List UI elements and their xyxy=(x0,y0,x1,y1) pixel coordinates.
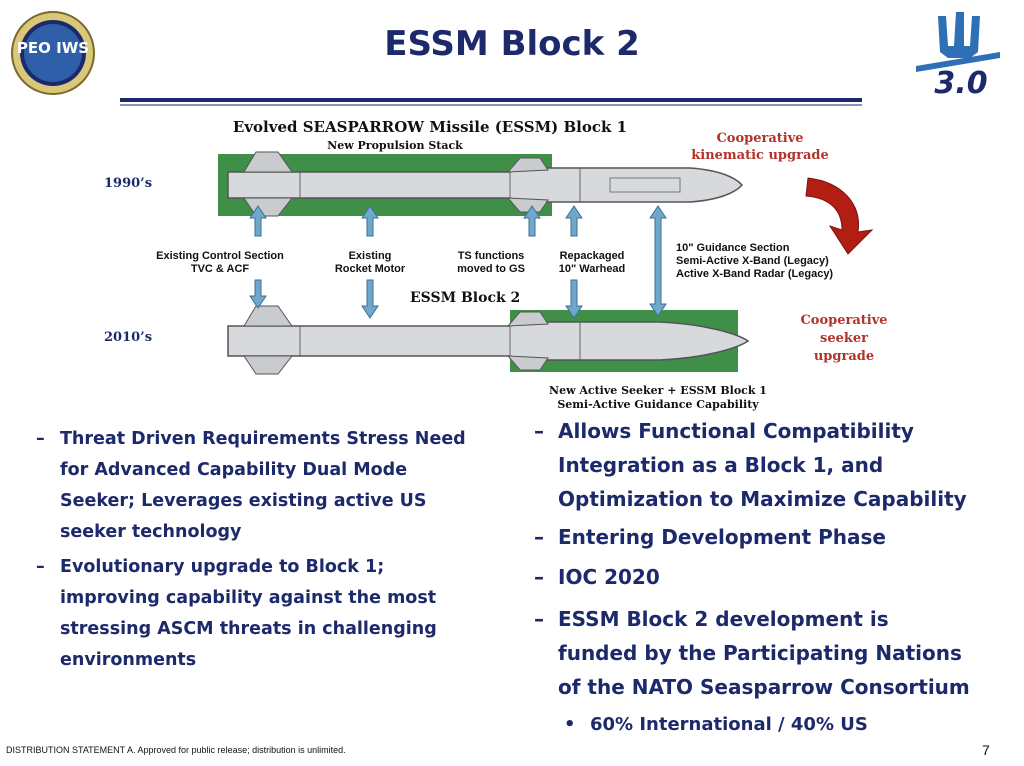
title-rule xyxy=(120,98,862,102)
page-title: ESSM Block 2 xyxy=(384,24,640,64)
propulsion-label: New Propulsion Stack xyxy=(327,139,463,152)
diagram-top-title: Evolved SEASPARROW Missile (ESSM) Block … xyxy=(232,118,628,136)
dot-glyph: • xyxy=(564,714,576,735)
arrow-guidance xyxy=(649,205,667,317)
sub-bullet: • 60% International / 40% US xyxy=(534,708,1004,742)
dash-glyph: – xyxy=(36,557,45,577)
bottom-caption: New Active Seeker + ESSM Block 1 Semi-Ac… xyxy=(549,384,767,411)
left-bullets: – Threat Driven Requirements Stress Need… xyxy=(36,424,506,676)
arrow-warhead-down xyxy=(565,279,583,319)
block2-label: ESSM Block 2 xyxy=(410,290,521,306)
left-bullet-1: – Threat Driven Requirements Stress Need… xyxy=(36,424,506,552)
right-bullet-4: – ESSM Block 2 development is funded by … xyxy=(534,602,1004,708)
title-rule-thin xyxy=(120,104,862,106)
right-bullet-3: – IOC 2020 xyxy=(534,560,1004,602)
arrow-control-down xyxy=(249,279,267,309)
callout-guidance: 10" Guidance Section Semi-Active X-Band … xyxy=(676,242,834,280)
left-bullet-2: – Evolutionary upgrade to Block 1; impro… xyxy=(36,552,506,676)
block1-missile xyxy=(227,151,743,217)
coop-seeker: Cooperative seeker upgrade xyxy=(800,313,888,364)
dash-glyph: – xyxy=(534,565,544,589)
block2-missile xyxy=(227,305,750,375)
arrow-motor-down xyxy=(361,279,379,319)
callout-warhead: Repackaged 10" Warhead xyxy=(558,250,626,275)
era-top: 1990’s xyxy=(104,176,153,191)
callout-control: Existing Control Section TVC & ACF xyxy=(156,250,284,275)
arrow-warhead-up xyxy=(565,205,583,237)
callout-motor: Existing Rocket Motor xyxy=(334,250,406,275)
missile-diagram: Evolved SEASPARROW Missile (ESSM) Block … xyxy=(0,108,1024,418)
distribution-statement: DISTRIBUTION STATEMENT A. Approved for p… xyxy=(6,745,346,755)
trident-logo: 3.0 xyxy=(908,6,1008,102)
right-bullet-2: – Entering Development Phase xyxy=(534,520,1004,560)
right-bullets: – Allows Functional Compatibility Integr… xyxy=(534,414,1004,742)
dash-glyph: – xyxy=(36,429,45,449)
era-bottom: 2010’s xyxy=(104,330,153,345)
peo-iws-logo: PEO IWS xyxy=(10,10,96,96)
logo-left-text: PEO IWS xyxy=(16,39,90,57)
callout-ts: TS functions moved to GS xyxy=(457,250,525,275)
page-number: 7 xyxy=(982,742,990,758)
arrow-control-up xyxy=(249,205,267,237)
dash-glyph: – xyxy=(534,419,544,443)
arrow-motor-up xyxy=(361,205,379,237)
coop-kinematic: Cooperative kinematic upgrade xyxy=(691,131,829,163)
dash-glyph: – xyxy=(534,525,544,549)
logo-right-text: 3.0 xyxy=(934,66,988,101)
dash-glyph: – xyxy=(534,607,544,631)
right-bullet-1: – Allows Functional Compatibility Integr… xyxy=(534,414,1004,520)
curved-red-arrow xyxy=(805,177,874,255)
arrow-ts-up xyxy=(523,205,541,237)
